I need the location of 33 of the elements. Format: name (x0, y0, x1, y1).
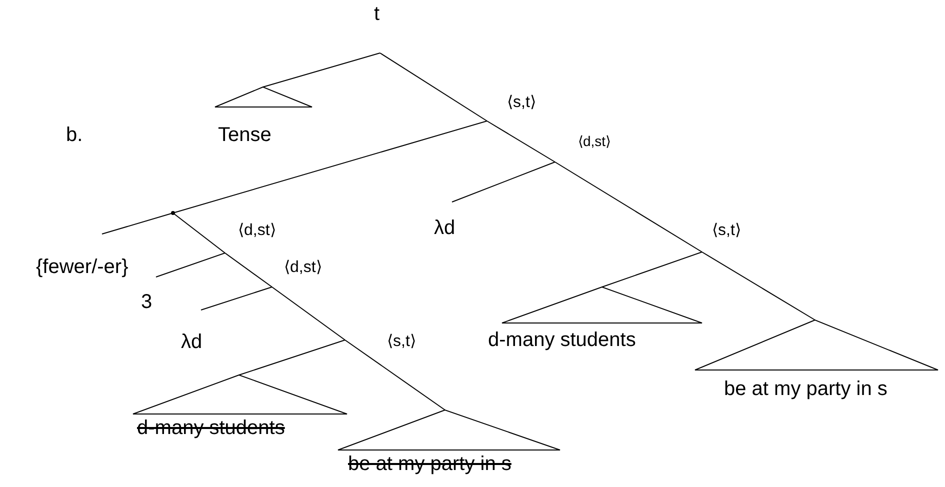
node-label: {fewer/-er} (36, 256, 128, 279)
tree-branch (172, 120, 488, 214)
constituent-text: d-many students (488, 329, 636, 352)
constituent-text: be at my party in s (724, 378, 888, 401)
tree-branch (554, 162, 702, 252)
node-label: λd (181, 331, 202, 354)
tree-branch (380, 52, 488, 122)
tree-branch (602, 252, 702, 288)
example-label: b. (66, 124, 83, 147)
tree-branch (238, 340, 346, 376)
type-label: ⟨d,st⟩ (238, 222, 276, 240)
type-label: ⟨d,st⟩ (578, 133, 611, 150)
tree-branch (344, 340, 446, 410)
type-label: ⟨s,t⟩ (387, 333, 416, 352)
tree-branch (452, 162, 556, 202)
tree-branch (156, 252, 226, 278)
type-label: ⟨s,t⟩ (507, 94, 536, 112)
tree-branch (262, 52, 380, 88)
node-label: t (374, 3, 380, 26)
constituent-text: Tense (218, 124, 272, 147)
node-label: λd (434, 217, 456, 240)
tree-branch (200, 286, 272, 310)
type-label: ⟨d,st⟩ (284, 259, 322, 278)
constituent-text: d-many students (137, 417, 285, 440)
constituent-text: be at my party in s (348, 453, 512, 476)
tree-branch (702, 252, 816, 320)
tree-branch (272, 286, 346, 340)
node-label: 3 (141, 291, 152, 314)
tree-branch (486, 120, 556, 162)
tree-branch (224, 252, 272, 288)
type-label: ⟨s,t⟩ (712, 222, 741, 240)
tree-branch (102, 212, 174, 234)
tree-branch (172, 212, 226, 254)
